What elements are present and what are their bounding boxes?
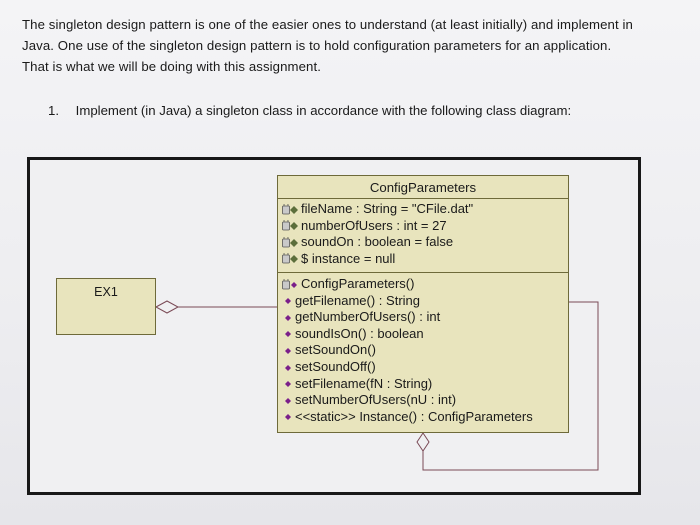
operation-text: ConfigParameters() xyxy=(301,276,415,291)
intro-line: The singleton design pattern is one of t… xyxy=(22,17,633,32)
operation-row: setSoundOff() xyxy=(282,359,533,376)
intro-paragraph: The singleton design pattern is one of t… xyxy=(22,14,687,77)
attribute-text: numberOfUsers : int = 27 xyxy=(301,217,447,233)
attributes-compartment: fileName : String = "CFile.dat" numberOf… xyxy=(282,201,473,267)
attribute-row: fileName : String = "CFile.dat" xyxy=(282,201,473,218)
operation-row: setFilename(fN : String) xyxy=(282,376,533,393)
operation-text: setFilename(fN : String) xyxy=(295,375,433,391)
attribute-row: $ instance = null xyxy=(282,251,473,268)
attribute-text: soundOn : boolean = false xyxy=(301,234,454,249)
operation-text: getFilename() : String xyxy=(295,292,420,308)
private-operation-icon xyxy=(282,278,297,289)
config-parameters-class-box: ConfigParameters fileName : String = "CF… xyxy=(277,175,569,433)
operation-text: <<static>> Instance() : ConfigParameters xyxy=(295,408,533,424)
public-operation-icon xyxy=(285,397,291,404)
intro-line: That is what we will be doing with this … xyxy=(22,59,322,74)
private-attribute-icon xyxy=(282,220,298,231)
task-number: 1. xyxy=(48,103,59,118)
operation-row: <<static>> Instance() : ConfigParameters xyxy=(282,409,533,426)
ex1-class-box: EX1 xyxy=(56,278,156,335)
private-attribute-icon xyxy=(282,236,298,247)
operation-text: getNumberOfUsers() : int xyxy=(295,309,441,325)
attribute-row: numberOfUsers : int = 27 xyxy=(282,218,473,235)
public-operation-icon xyxy=(285,347,291,354)
operation-row: setNumberOfUsers(nU : int) xyxy=(282,392,533,409)
operation-text: setSoundOn() xyxy=(295,342,376,358)
public-operation-icon xyxy=(285,331,291,338)
public-operation-icon xyxy=(285,298,291,305)
task-text: Implement (in Java) a singleton class in… xyxy=(75,103,572,118)
task-item: 1. Implement (in Java) a singleton class… xyxy=(48,100,571,121)
intro-line: Java. One use of the singleton design pa… xyxy=(22,38,612,53)
public-operation-icon xyxy=(285,314,291,321)
operation-text: setNumberOfUsers(nU : int) xyxy=(295,392,457,408)
operation-text: setSoundOff() xyxy=(295,358,376,374)
private-static-attribute-icon xyxy=(282,253,298,264)
operation-row: setSoundOn() xyxy=(282,342,533,359)
ex1-class-name: EX1 xyxy=(94,285,118,299)
class-name: ConfigParameters xyxy=(369,180,477,195)
compartment-divider xyxy=(278,198,568,199)
private-attribute-icon xyxy=(282,203,298,214)
operation-row: ConfigParameters() xyxy=(282,276,533,293)
operation-text: soundIsOn() : boolean xyxy=(295,325,424,341)
operations-compartment: ConfigParameters() getFilename() : Strin… xyxy=(282,276,533,425)
public-operation-icon xyxy=(285,414,291,421)
operation-row: getNumberOfUsers() : int xyxy=(282,309,533,326)
compartment-divider xyxy=(278,272,568,273)
public-operation-icon xyxy=(285,364,291,371)
operation-row: soundIsOn() : boolean xyxy=(282,326,533,343)
attribute-text: $ instance = null xyxy=(301,250,396,266)
attribute-row: soundOn : boolean = false xyxy=(282,234,473,251)
public-operation-icon xyxy=(285,381,291,388)
operation-row: getFilename() : String xyxy=(282,293,533,310)
attribute-text: fileName : String = "CFile.dat" xyxy=(301,201,474,216)
